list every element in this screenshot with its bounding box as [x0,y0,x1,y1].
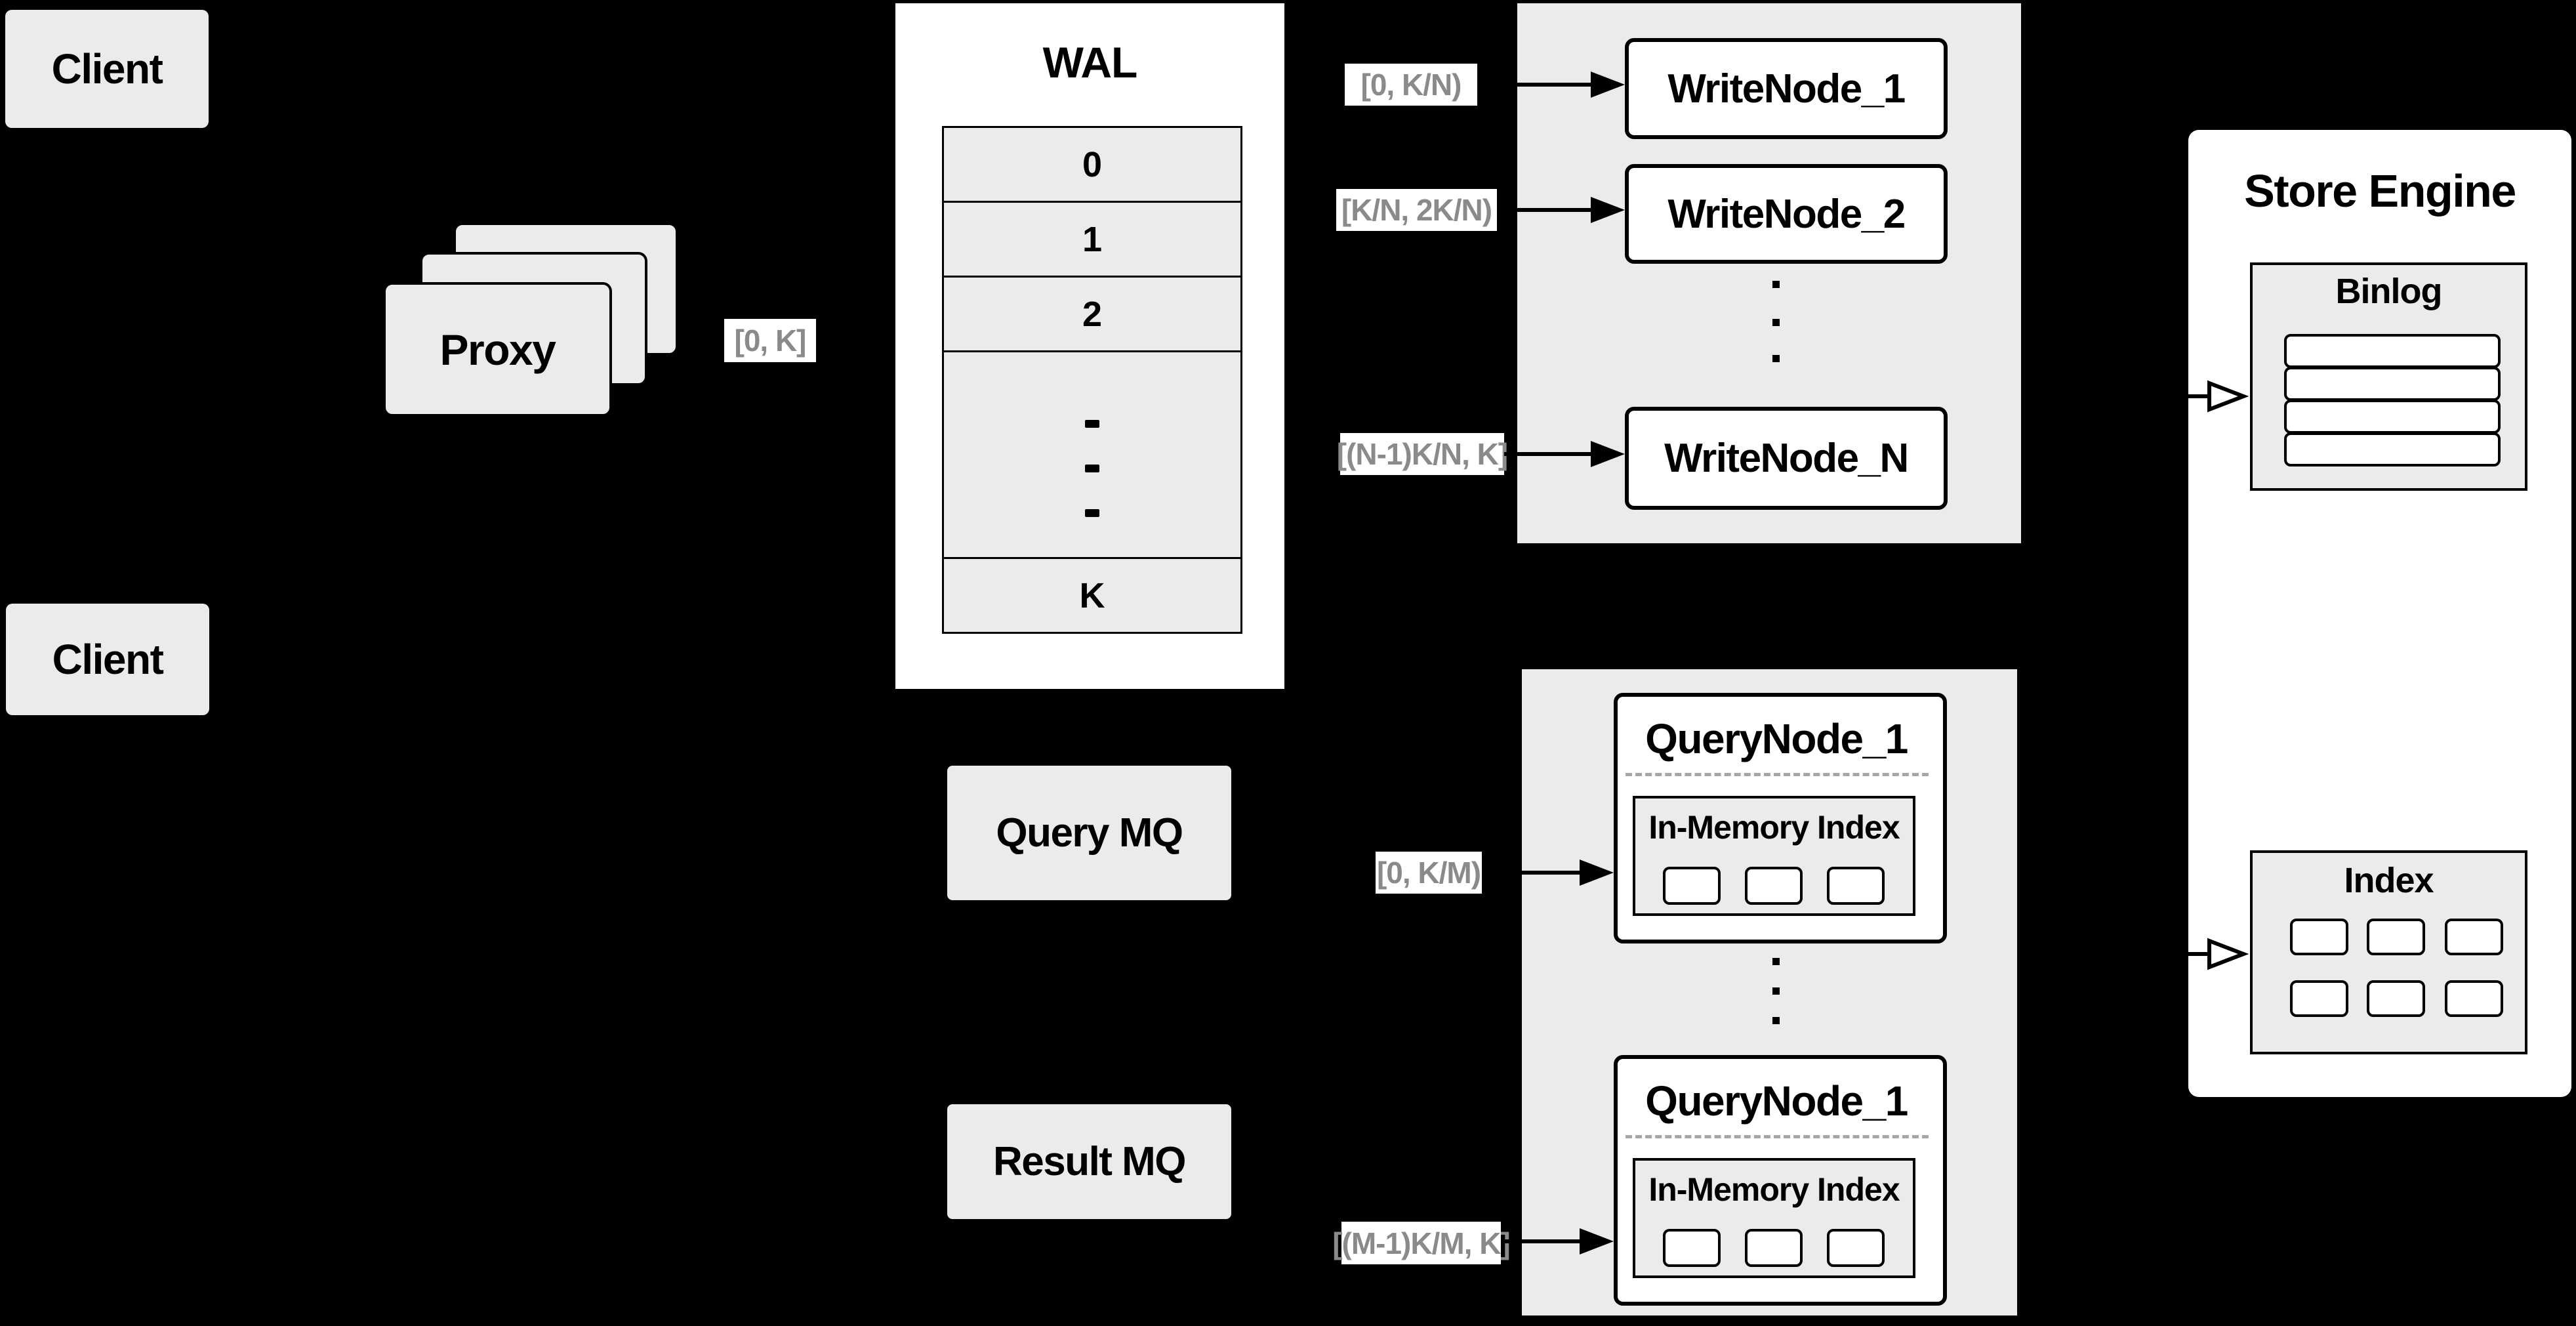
write-node-2: WriteNode_2 [1625,164,1948,264]
client-box-top: Client [5,10,209,128]
index-cell [2367,980,2425,1017]
range-label-query-m: [(M-1)K/M, K] [1332,1222,1511,1264]
client-top-label: Client [51,45,163,93]
client-box-bottom: Client [6,604,209,715]
wal-row-2: 2 [942,276,1242,352]
binlog-row [2284,367,2501,401]
query-ellipsis-dot [1772,1017,1780,1024]
wal-ellipsis-dot [1085,465,1099,472]
store-engine-title: Store Engine [2244,165,2516,217]
write-node-n: WriteNode_N [1625,407,1948,510]
wal-row-ellipsis [942,350,1242,559]
in-memory-index-title-bottom: In-Memory Index [1648,1171,1900,1208]
index-cell [2290,919,2348,955]
range-label-write-n: [(N-1)K/N, K] [1337,433,1508,475]
client-bottom-label: Client [52,636,164,683]
write-ellipsis-dot [1772,355,1780,362]
binlog-row [2284,432,2501,466]
write-ellipsis-dot [1772,319,1780,326]
wal-row-k: K [942,557,1242,634]
segment-cell [1663,1229,1721,1267]
segment-cell [1827,867,1885,905]
binlog-title: Binlog [2335,272,2443,311]
index-cell [2290,980,2348,1017]
write-ellipsis-dot [1772,281,1780,288]
range-label-query-1: [0, K/M) [1376,852,1482,894]
segment-cell [1827,1229,1885,1267]
query-mq-box: Query MQ [947,766,1231,900]
query-node-top-title: QueryNode_1 [1645,715,1908,762]
wal-title: WAL [1042,38,1138,87]
query-ellipsis-dot [1772,987,1780,995]
index-cell [2367,919,2425,955]
query-node-bottom-divider [1625,1135,1929,1138]
binlog-row [2284,334,2501,368]
index-cell [2445,980,2503,1017]
query-node-top-divider [1625,773,1929,776]
wal-ellipsis-dot [1085,420,1099,428]
segment-cell [1663,867,1721,905]
result-mq-box: Result MQ [947,1104,1231,1219]
in-memory-index-title-top: In-Memory Index [1648,809,1900,846]
wal-ellipsis-dot [1085,509,1099,517]
query-ellipsis-dot [1772,958,1780,965]
index-cell [2445,919,2503,955]
wal-row-1: 1 [942,201,1242,278]
segment-cell [1745,1229,1803,1267]
range-label-write-2: [K/N, 2K/N) [1336,189,1497,231]
range-label-write-1: [0, K/N) [1345,64,1477,106]
query-node-bottom-title: QueryNode_1 [1645,1077,1908,1125]
proxy-label: Proxy [440,325,556,374]
segment-cell [1745,867,1803,905]
index-title: Index [2344,861,2434,900]
write-node-1: WriteNode_1 [1625,38,1948,139]
range-label-proxy-out: [0, K] [724,319,816,362]
wal-row-0: 0 [942,126,1242,203]
binlog-row [2284,400,2501,434]
proxy-card-front: Proxy [383,282,612,417]
